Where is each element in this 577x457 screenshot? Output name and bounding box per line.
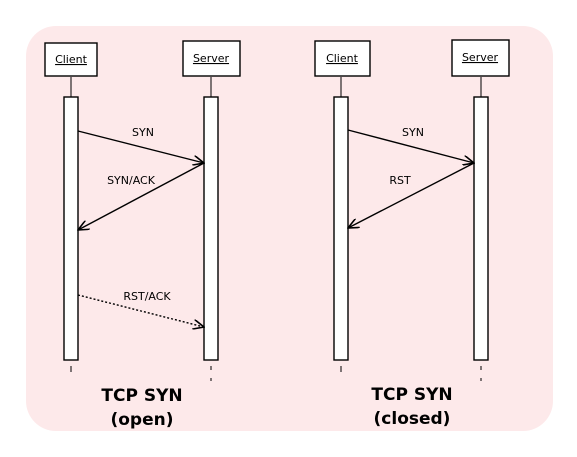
- caption-line2-open: (open): [110, 410, 173, 430]
- message-arrow-synack-open: [78, 162, 205, 230]
- server-actor-box-open: [182, 40, 241, 77]
- caption-line1-closed: TCP SYN: [371, 385, 452, 405]
- message-arrow-syn-open: [77, 130, 204, 163]
- diagram-open: Client Server SYN SYN/ACK RST/ACK TCP: [44, 40, 241, 430]
- caption-line1-open: TCP SYN: [101, 386, 182, 406]
- message-arrow-rstack-open: [77, 294, 204, 327]
- client-actor-label-closed: Client: [326, 52, 359, 65]
- client-actor-box-closed: [314, 40, 371, 77]
- client-activation-bar-closed: [333, 96, 349, 361]
- message-label-synack-open: SYN/ACK: [107, 174, 156, 187]
- message-label-syn-closed: SYN: [402, 126, 424, 139]
- message-arrow-rst-closed: [348, 162, 475, 228]
- server-actor-label-closed: Server: [462, 51, 499, 64]
- client-activation-bar-open: [63, 96, 79, 361]
- message-label-syn-open: SYN: [132, 126, 154, 139]
- message-label-rstack-open: RST/ACK: [123, 290, 171, 303]
- server-actor-label-open: Server: [193, 52, 230, 65]
- server-activation-bar-open: [203, 96, 219, 361]
- message-label-rst-closed: RST: [389, 174, 411, 187]
- client-actor-label-open: Client: [55, 53, 88, 66]
- server-actor-box-closed: [451, 39, 510, 77]
- diagram-panel: [26, 26, 553, 431]
- client-actor-box-open: [44, 42, 98, 77]
- message-arrow-syn-closed: [347, 129, 474, 163]
- diagram-closed: Client Server SYN RST TCP SYN (closed): [314, 39, 510, 429]
- caption-line2-closed: (closed): [374, 409, 451, 429]
- server-activation-bar-closed: [473, 96, 489, 361]
